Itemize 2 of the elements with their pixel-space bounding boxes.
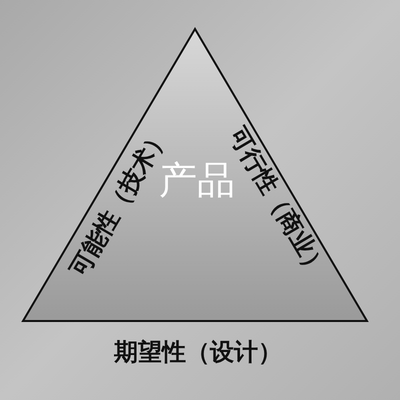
side-label: 期望性（设计） xyxy=(114,337,282,368)
triangle-label: 产品 xyxy=(159,156,235,204)
